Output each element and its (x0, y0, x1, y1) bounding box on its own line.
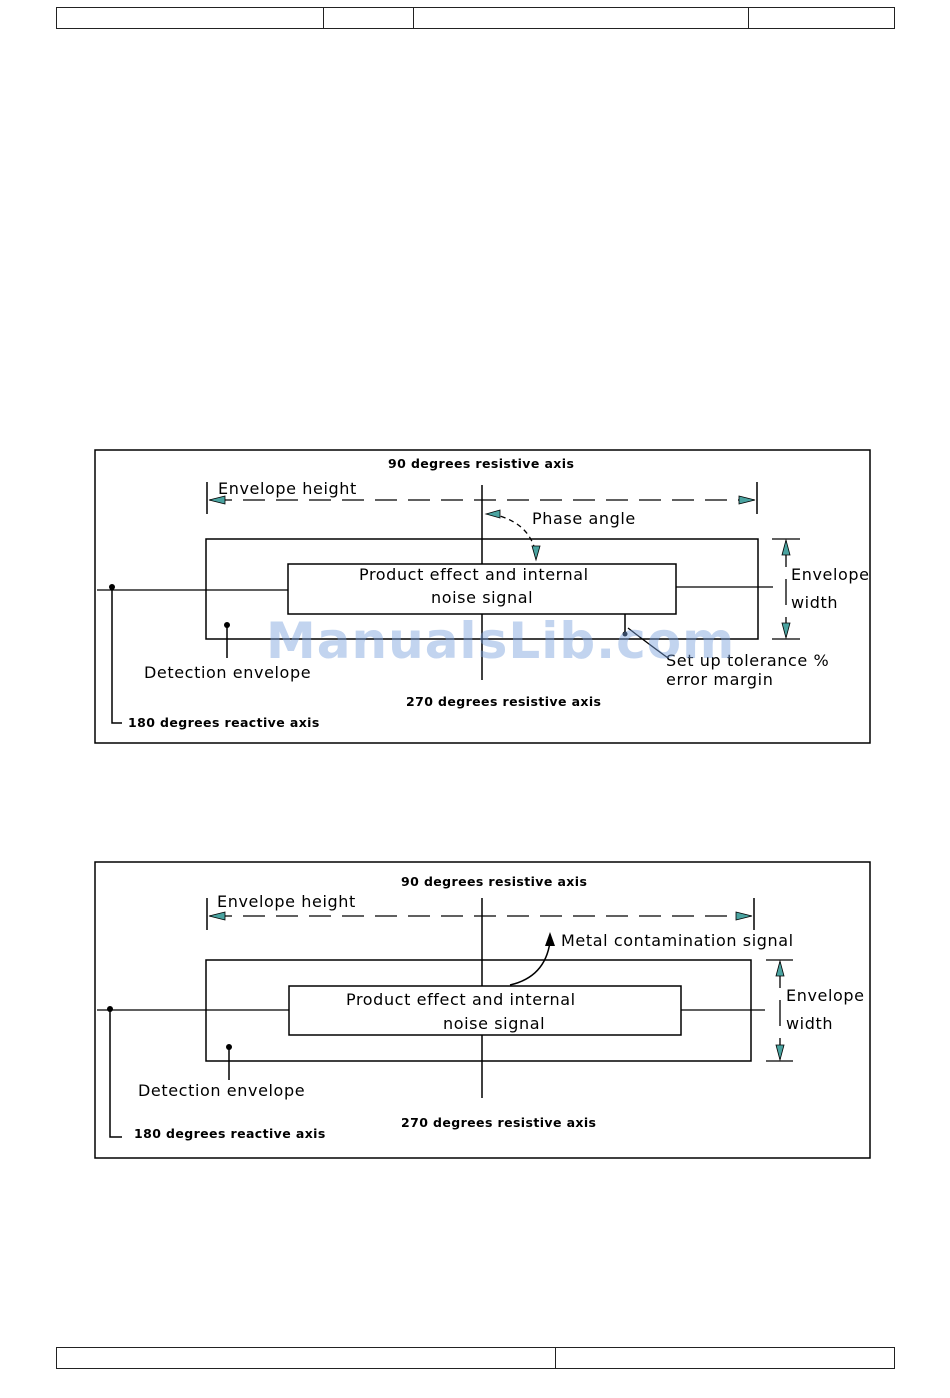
detection-envelope (205, 538, 759, 640)
header-cell (57, 8, 324, 28)
arrow-down-icon (781, 622, 791, 640)
envelope-width-label-line2: width (791, 593, 838, 612)
product-effect-box (288, 985, 682, 1036)
header-table (56, 7, 895, 29)
envelope-width-label-line2: width (786, 1014, 833, 1033)
phase-angle-arrow-bottom-icon (531, 545, 541, 562)
detection-envelope-diagram-2: 90 degrees resistive axis Envelope heigh… (94, 861, 871, 1159)
metal-signal-label: Metal contamination signal (561, 931, 794, 950)
diagram-frame (94, 861, 871, 1159)
header-cell (749, 8, 894, 28)
reactive-axis-leader (111, 587, 122, 724)
detection-envelope-label: Detection envelope (138, 1081, 305, 1100)
arrow-down-icon (775, 1044, 785, 1062)
arrow-right-icon (738, 495, 756, 505)
envelope-height-label: Envelope height (217, 892, 356, 911)
envelope-height-label: Envelope height (218, 479, 357, 498)
top-axis-label: 90 degrees resistive axis (388, 456, 574, 471)
reactive-axis-label: 180 degrees reactive axis (128, 715, 320, 730)
reactive-axis-leader (109, 1009, 122, 1138)
footer-table (56, 1347, 895, 1369)
product-effect-label-line1: Product effect and internal (346, 990, 576, 1009)
detection-envelope-dot (226, 1044, 232, 1050)
metal-signal-arrow-icon (545, 932, 555, 946)
phase-angle-arc (491, 513, 537, 555)
detection-envelope-diagram-1: 90 degrees resistive axis Envelope heigh… (94, 449, 871, 744)
product-effect-label-line2: noise signal (443, 1014, 545, 1033)
arrow-left-icon (208, 911, 226, 921)
tolerance-marker-dot (622, 631, 628, 637)
tolerance-label-line1: Set up tolerance % (666, 651, 829, 670)
bottom-axis-label: 270 degrees resistive axis (406, 694, 601, 709)
top-axis-label: 90 degrees resistive axis (401, 874, 587, 889)
envelope-width-label-line1: Envelope (791, 565, 870, 584)
arrow-up-icon (775, 959, 785, 977)
detection-envelope (205, 959, 752, 1062)
diagram-frame (94, 449, 871, 744)
product-effect-label-line1: Product effect and internal (359, 565, 589, 584)
product-effect-box (287, 563, 677, 615)
header-cell (324, 8, 414, 28)
phase-angle-arrow-top-icon (484, 509, 501, 519)
bottom-axis-label: 270 degrees resistive axis (401, 1115, 596, 1130)
metal-signal-curve (509, 941, 551, 986)
tolerance-leader (627, 627, 669, 659)
reactive-axis-label: 180 degrees reactive axis (134, 1126, 326, 1141)
arrow-right-icon (735, 911, 753, 921)
detection-envelope-label: Detection envelope (144, 663, 311, 682)
tolerance-label-line2: error margin (666, 670, 773, 689)
arrow-left-icon (208, 495, 226, 505)
product-effect-label-line2: noise signal (431, 588, 533, 607)
header-cell (414, 8, 749, 28)
footer-cell (556, 1348, 894, 1368)
phase-angle-label: Phase angle (532, 509, 636, 528)
envelope-width-label-line1: Envelope (786, 986, 865, 1005)
arrow-up-icon (781, 538, 791, 556)
detection-envelope-dot (224, 622, 230, 628)
footer-cell (57, 1348, 556, 1368)
